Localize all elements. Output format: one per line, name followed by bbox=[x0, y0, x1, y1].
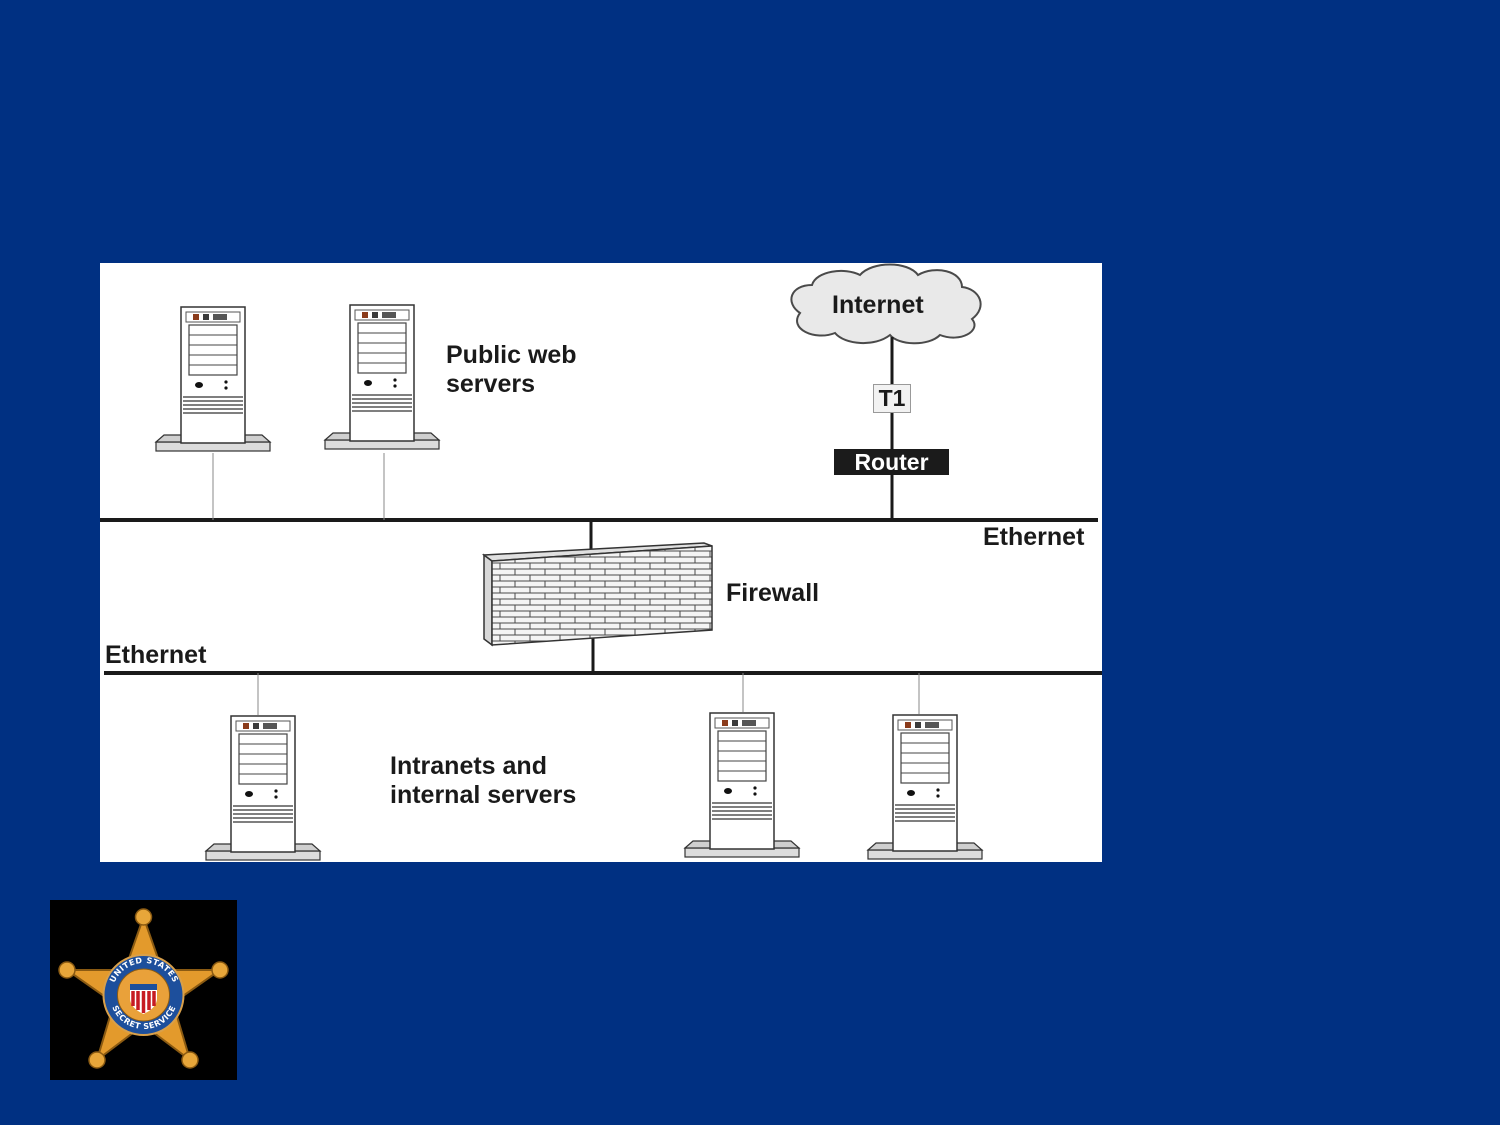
ethernet-lower-label: Ethernet bbox=[105, 641, 207, 669]
intranets-label-line2: internal servers bbox=[390, 781, 577, 809]
router-label: Router bbox=[834, 449, 949, 475]
public-web-servers-label-line1: Public web bbox=[446, 341, 577, 369]
intranets-label-line1: Intranets and bbox=[390, 752, 547, 780]
internal-server-2-icon bbox=[684, 712, 800, 858]
internet-label: Internet bbox=[832, 291, 924, 319]
public-server-2-icon bbox=[324, 304, 440, 450]
public-web-servers-label-line2: servers bbox=[446, 370, 535, 398]
network-diagram: Public web servers Internet T1 Router Et… bbox=[100, 263, 1102, 862]
firewall-icon bbox=[481, 542, 713, 647]
t1-label: T1 bbox=[873, 384, 911, 413]
internal-server-3-icon bbox=[867, 714, 983, 860]
ethernet-upper-label: Ethernet bbox=[983, 523, 1085, 551]
secret-service-star-badge-icon: UNITED STATES SECRET SERVICE bbox=[50, 900, 237, 1080]
internet-cloud-icon bbox=[790, 263, 982, 345]
public-server-1-icon bbox=[155, 306, 271, 452]
network-diagram-canvas bbox=[100, 263, 1102, 861]
internal-server-1-icon bbox=[205, 715, 321, 861]
firewall-label: Firewall bbox=[726, 579, 820, 607]
badge-graphic: UNITED STATES SECRET SERVICE bbox=[58, 908, 229, 1069]
